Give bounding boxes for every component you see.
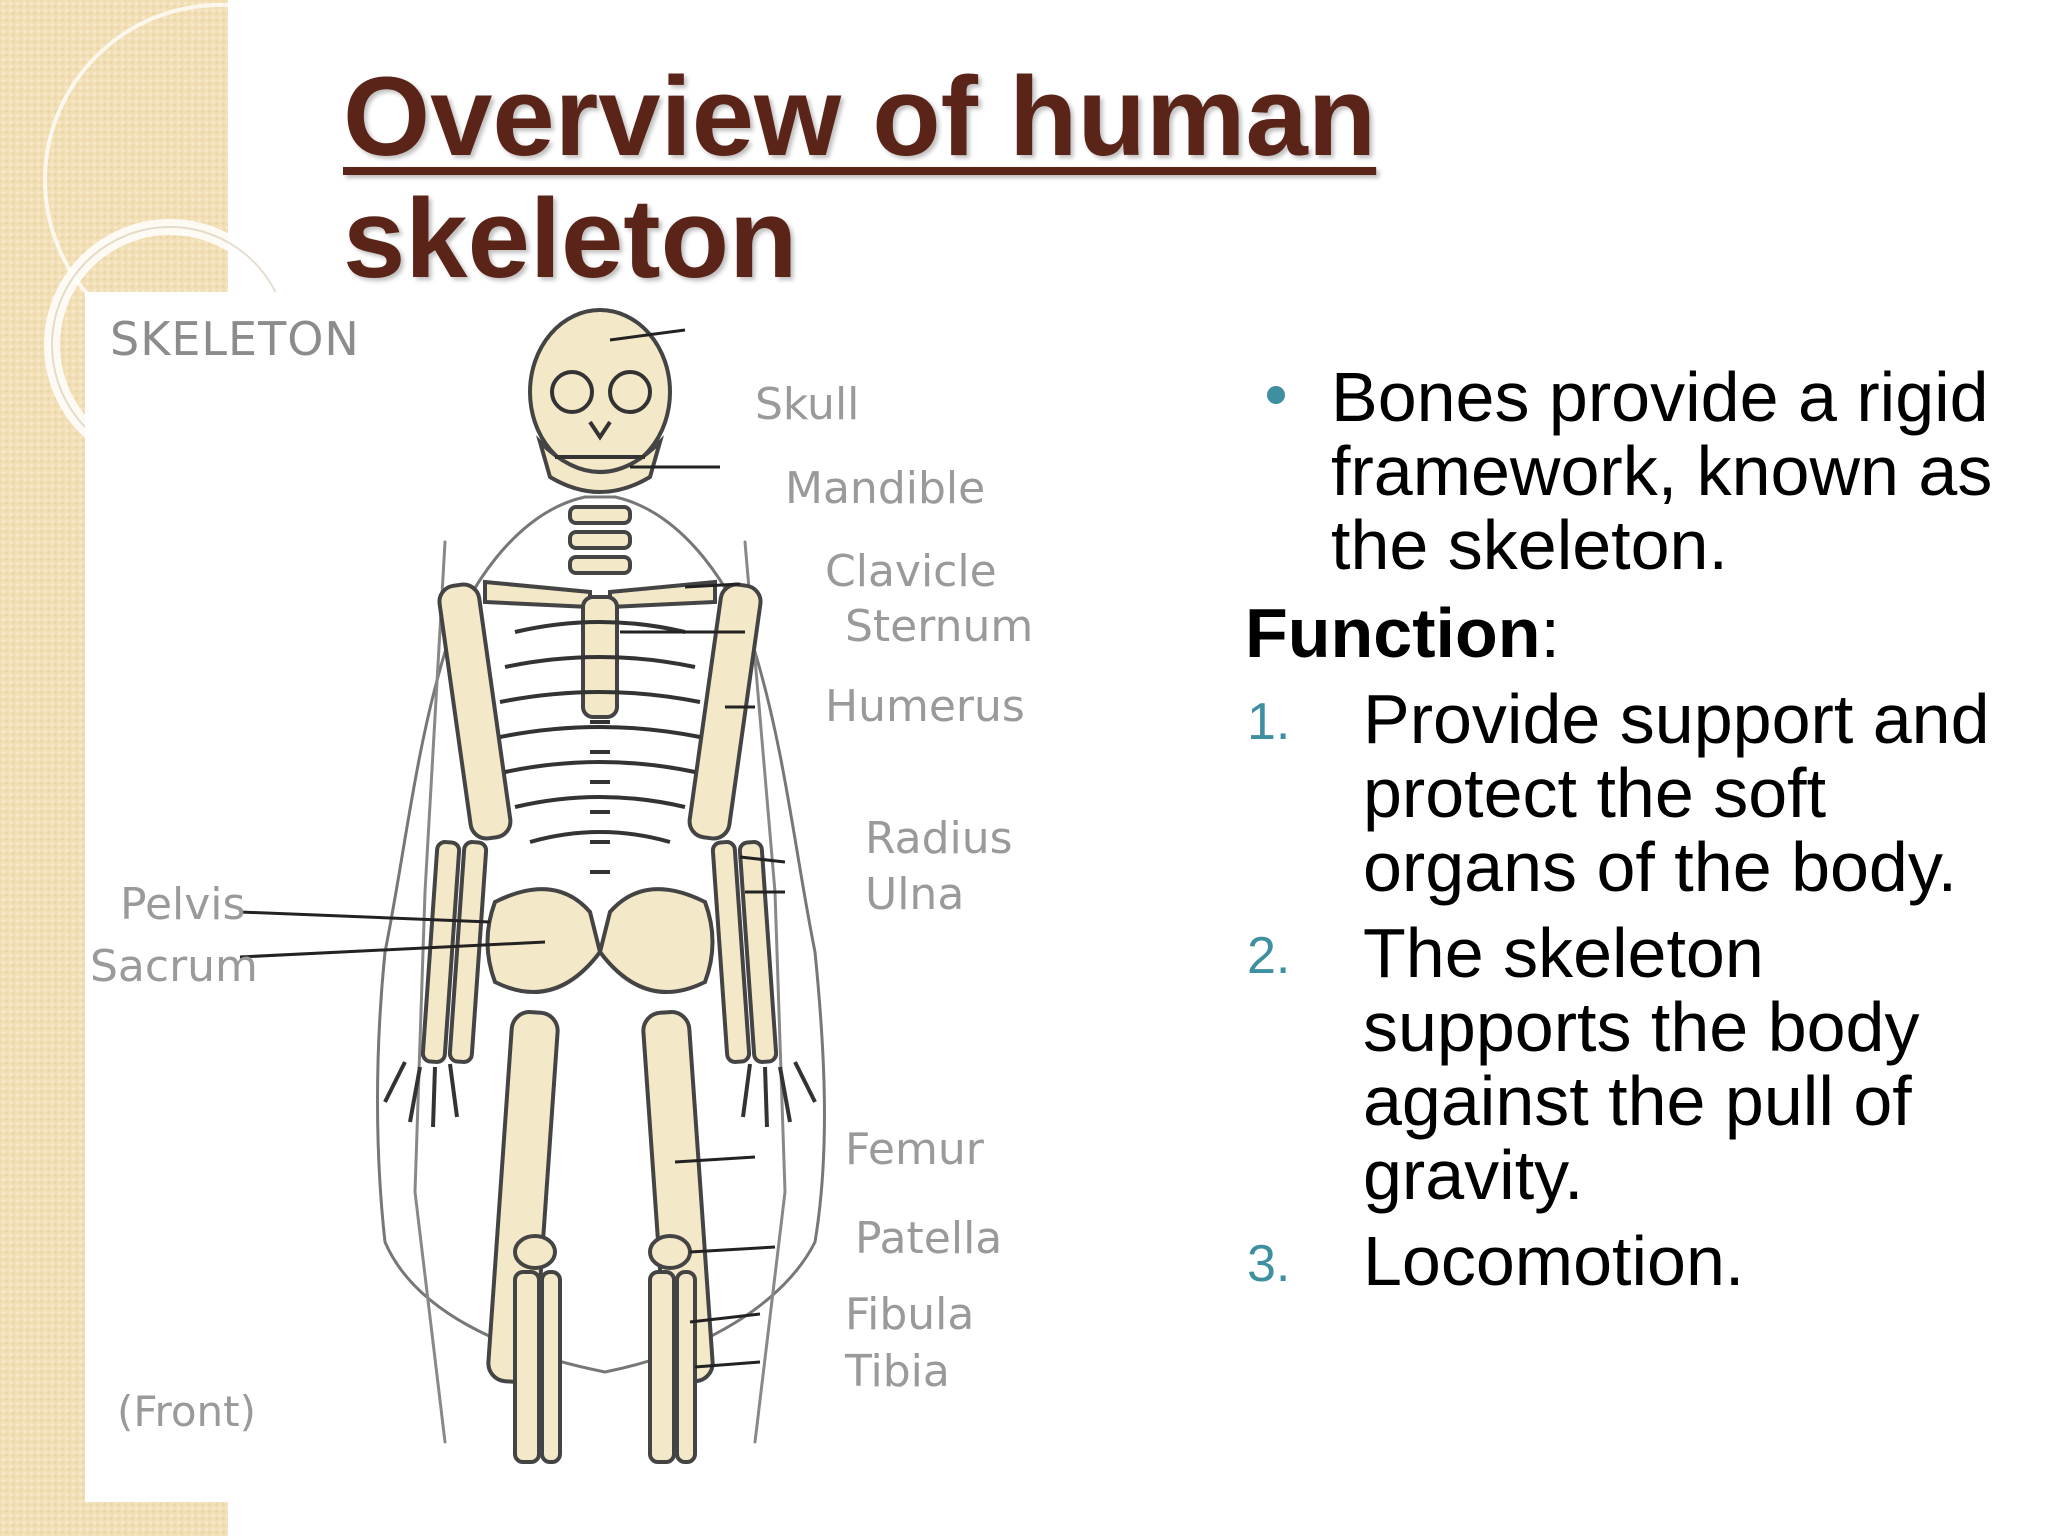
list-item: 3. Locomotion. — [1245, 1224, 2035, 1298]
label-sternum: Sternum — [845, 601, 1034, 652]
list-text: The skeleton supports the body against t… — [1363, 914, 1920, 1214]
function-heading: Function: — [1245, 596, 2035, 670]
list-number: 2. — [1247, 927, 1291, 985]
function-colon: : — [1540, 594, 1560, 672]
label-mandible: Mandible — [785, 463, 986, 514]
list-text: Provide support and protect the soft org… — [1363, 680, 1990, 906]
title-line-1: Overview of human — [343, 56, 1377, 179]
label-pelvis: Pelvis — [120, 879, 246, 930]
list-text: Locomotion. — [1363, 1222, 1745, 1300]
diagram-heading: SKELETON — [110, 312, 360, 366]
label-clavicle: Clavicle — [825, 546, 997, 597]
label-skull: Skull — [755, 379, 860, 430]
function-label: Function — [1245, 594, 1541, 672]
label-humerus: Humerus — [825, 681, 1025, 732]
label-patella: Patella — [855, 1213, 1003, 1264]
diagram-caption: (Front) — [117, 1387, 257, 1436]
bullet-item: Bones provide a rigid framework, known a… — [1245, 360, 2035, 582]
list-number: 1. — [1247, 693, 1291, 751]
label-ulna: Ulna — [865, 869, 965, 920]
label-tibia: Tibia — [845, 1346, 950, 1397]
label-radius: Radius — [865, 813, 1013, 864]
label-sacrum: Sacrum — [90, 941, 258, 992]
bullet-dot-icon — [1267, 386, 1285, 404]
content-panel: Bones provide a rigid framework, known a… — [1245, 360, 2035, 1298]
list-item: 2. The skeleton supports the body agains… — [1245, 916, 2035, 1212]
skeleton-diagram: SKELETON Skull Mandible Clavicle Sternum… — [85, 292, 1115, 1502]
skeleton-illustration — [239, 308, 826, 1464]
bullet-text: Bones provide a rigid framework, known a… — [1331, 358, 1993, 584]
title-line-2: skeleton — [343, 176, 798, 295]
list-number: 3. — [1247, 1235, 1291, 1293]
slide-title: Overview of human skeleton — [343, 56, 1943, 294]
label-fibula: Fibula — [845, 1289, 975, 1340]
label-femur: Femur — [845, 1124, 984, 1175]
list-item: 1. Provide support and protect the soft … — [1245, 682, 2035, 904]
